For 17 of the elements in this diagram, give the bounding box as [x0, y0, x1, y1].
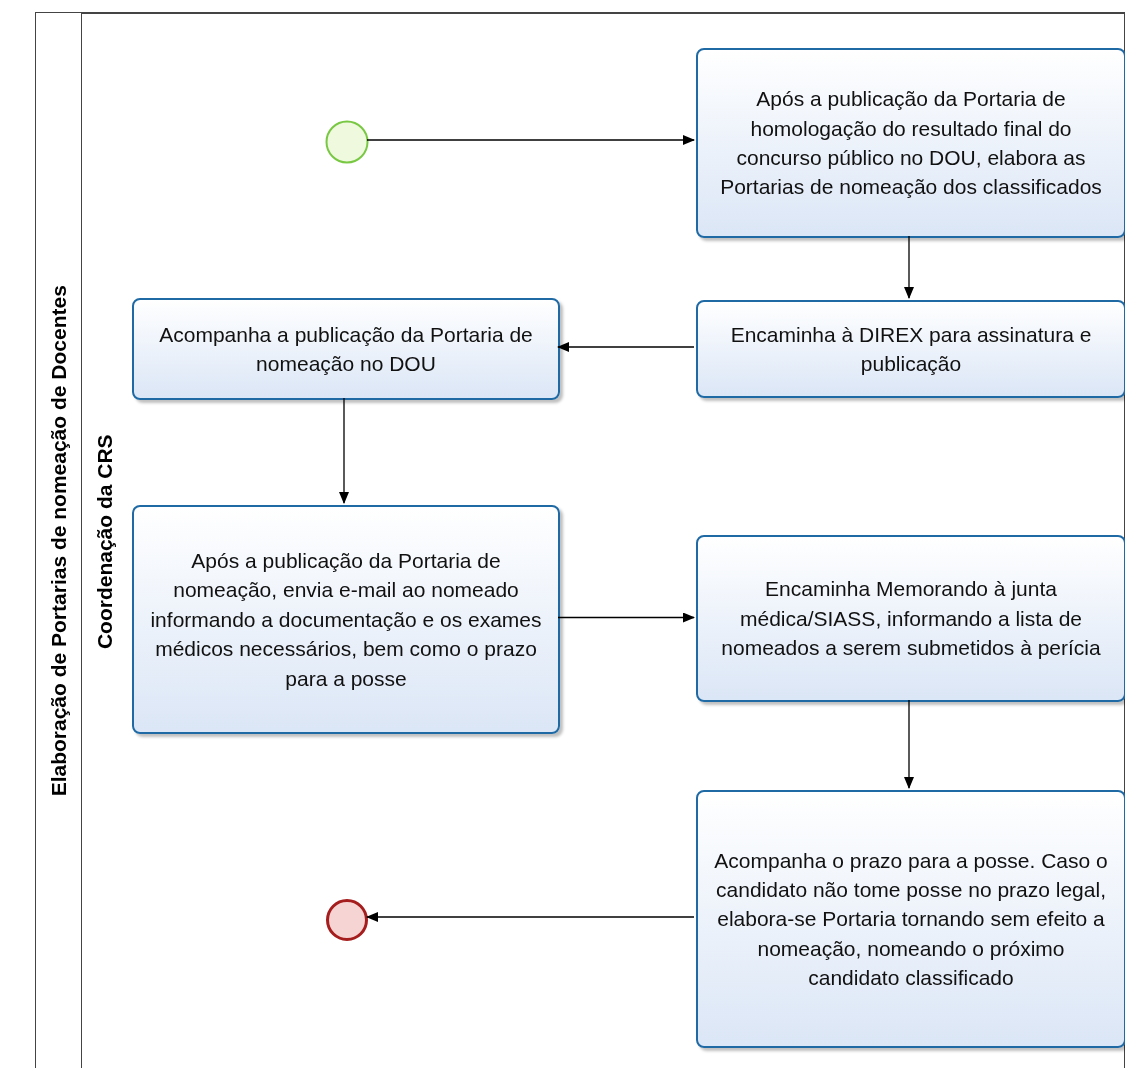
task-box: Acompanha o prazo para a posse. Caso o candidato não tome posse no prazo legal, elabora-se Portaria tornando sem efeito a nomeação, nomeando o próximo candidato classificado: [696, 790, 1125, 1048]
arrow: [366, 135, 695, 145]
task-box: Encaminha à DIREX para assinatura e publicação: [696, 300, 1125, 398]
arrow: [904, 699, 914, 789]
arrow: [557, 612, 695, 623]
end-event-circle: [325, 898, 369, 942]
lane-label: Coordenação da CRS: [91, 434, 117, 649]
arrow: [339, 397, 349, 504]
task-box: Acompanha a publicação da Portaria de nomeação no DOU: [132, 298, 560, 400]
arrow: [557, 342, 695, 352]
start-event-circle: [325, 120, 369, 164]
task-box: Encaminha Memorando à junta médica/SIASS, informando a lista de nomeados a serem submetidos à perícia: [696, 535, 1125, 702]
pool-label: Elaboração de Portarias de nomeação de Docentes: [45, 284, 71, 797]
task-box: Após a publicação da Portaria de homologação do resultado final do concurso público no DOU, elabora as Portarias de nomeação dos classificados: [696, 48, 1125, 238]
arrow: [904, 235, 914, 299]
arrow: [366, 912, 695, 922]
task-box: Após a publicação da Portaria de nomeação, envia e-mail ao nomeado informando a documentação e os exames médicos necessários, bem como o prazo para a posse: [132, 505, 560, 734]
